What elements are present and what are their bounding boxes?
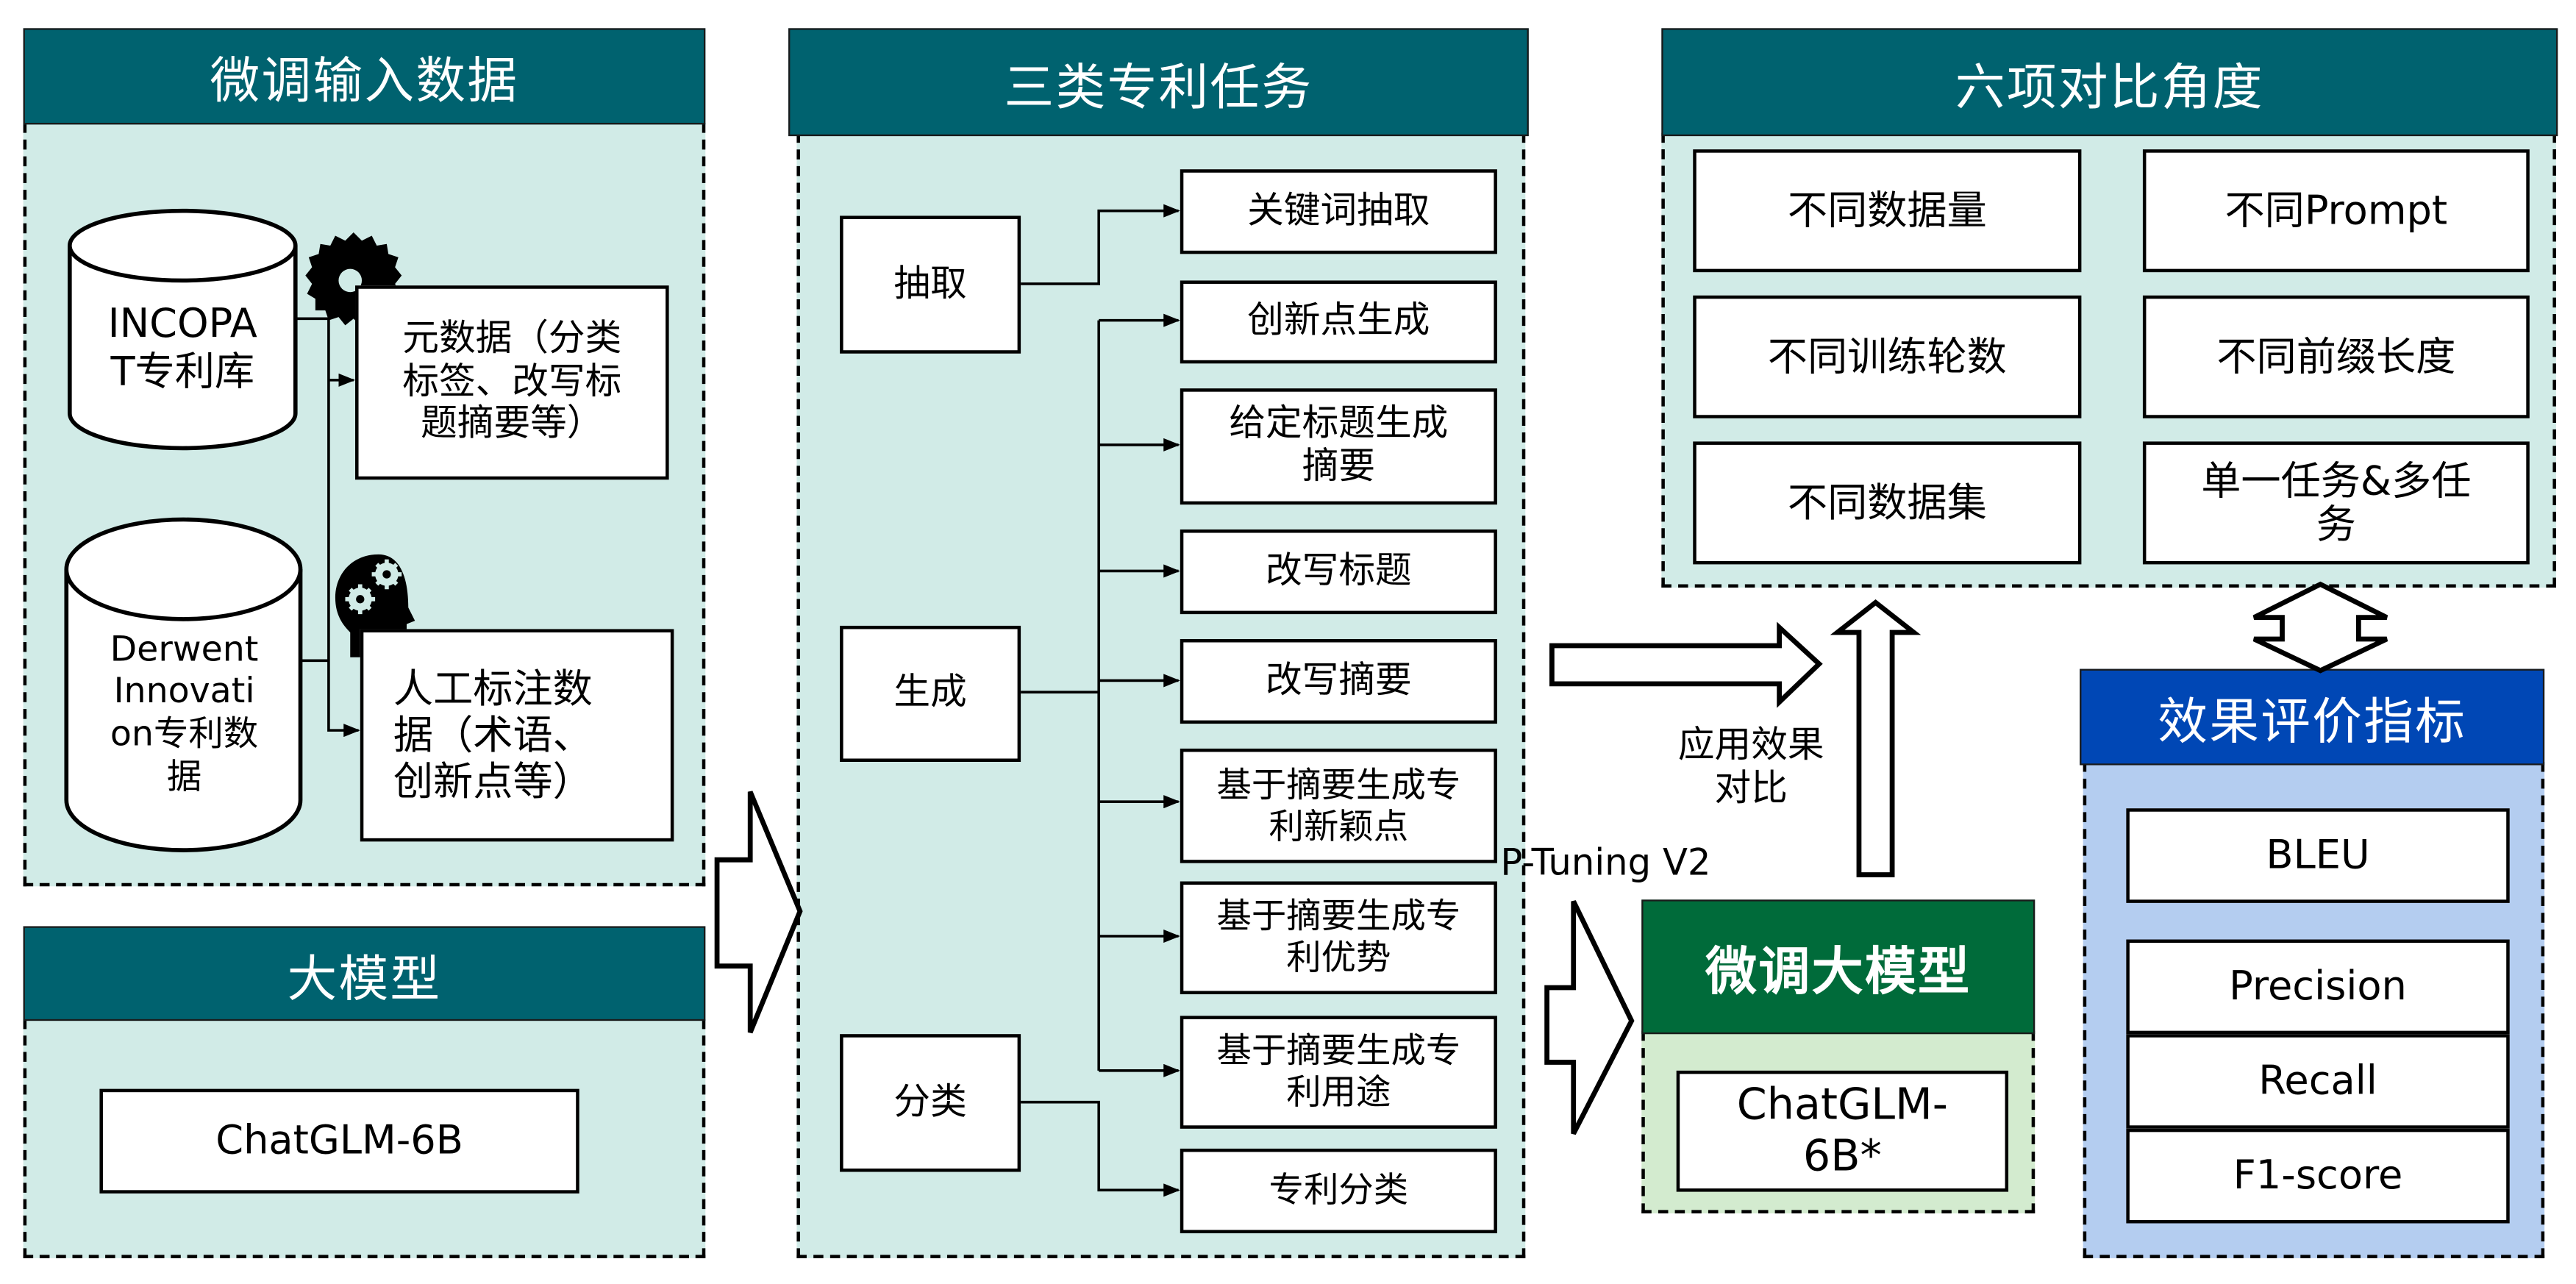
category-generation-label: 生成 bbox=[893, 672, 967, 714]
source-derwent-label: Derwent Innovati on专利数 据 bbox=[70, 607, 299, 820]
base-model-box: ChatGLM-6B bbox=[99, 1088, 579, 1194]
metadata-box: 元数据（分类 标签、改写标 题摘要等） bbox=[355, 285, 669, 480]
task-label: 专利分类 bbox=[1269, 1170, 1409, 1210]
task-panel-header: 三类专利任务 bbox=[788, 28, 1529, 137]
metadata-line2: 标签、改写标 bbox=[402, 360, 622, 403]
metric-box-f1: F1-score bbox=[2126, 1128, 2510, 1224]
comparison-label: 不同前缀长度 bbox=[2216, 333, 2456, 380]
finetuned-model-line2: 6B* bbox=[1802, 1131, 1882, 1181]
source-derwent-line4: 据 bbox=[166, 756, 202, 796]
comparison-label: 不同数据集 bbox=[1787, 479, 1987, 527]
task-label-line1: 基于摘要生成专 bbox=[1216, 896, 1461, 937]
metric-label: BLEU bbox=[2266, 832, 2370, 879]
task-label-line2: 利新颖点 bbox=[1269, 805, 1409, 846]
comparison-label: 不同训练轮数 bbox=[1767, 333, 2007, 380]
category-extraction-label: 抽取 bbox=[893, 263, 967, 305]
task-label-line2: 摘要 bbox=[1302, 446, 1376, 488]
task-panel-title: 三类专利任务 bbox=[1004, 59, 1313, 118]
comparison-item-single-multi-task: 单一任务&多任 务 bbox=[2142, 441, 2530, 565]
finetuned-model-box: ChatGLM- 6B* bbox=[1676, 1070, 2009, 1192]
comparison-item-epochs: 不同训练轮数 bbox=[1693, 295, 2082, 418]
flow-arrow-up-application bbox=[1830, 599, 1922, 877]
metric-label: Recall bbox=[2258, 1057, 2377, 1105]
finetuned-panel-header: 微调大模型 bbox=[1641, 899, 2036, 1035]
source-derwent-line2: Innovati bbox=[113, 671, 255, 711]
metric-box-bleu: BLEU bbox=[2126, 808, 2510, 903]
flow-arrow-to-comparison bbox=[1549, 621, 1823, 708]
comparison-item-data-volume: 不同数据量 bbox=[1693, 149, 2082, 273]
task-box-rewrite-abstract: 改写摘要 bbox=[1180, 638, 1497, 724]
task-box-abstract-from-title: 给定标题生成 摘要 bbox=[1180, 388, 1497, 505]
source-derwent-line3: on专利数 bbox=[110, 713, 259, 754]
task-tree-lines bbox=[1018, 204, 1180, 1197]
comparison-item-prompt: 不同Prompt bbox=[2142, 149, 2530, 273]
database-cylinder-incopat bbox=[67, 208, 298, 451]
category-generation-box: 生成 bbox=[840, 625, 1021, 763]
task-box-advantage: 基于摘要生成专 利优势 bbox=[1180, 881, 1497, 995]
source-incopat-line2: T专利库 bbox=[110, 348, 255, 396]
comparison-panel-title: 六项对比角度 bbox=[1955, 59, 2264, 118]
application-comparison-label: 应用效果 对比 bbox=[1644, 725, 1859, 813]
annotation-line1: 人工标注数 bbox=[393, 665, 593, 712]
source-incopat-line1: INCOPA bbox=[107, 300, 257, 348]
task-label-line1: 基于摘要生成专 bbox=[1216, 1031, 1461, 1071]
annotation-line3: 创新点等） bbox=[393, 758, 593, 806]
source-derwent-line1: Derwent bbox=[110, 628, 259, 669]
metric-label: Precision bbox=[2229, 963, 2407, 1010]
comparison-item-dataset: 不同数据集 bbox=[1693, 441, 2082, 565]
metric-box-recall: Recall bbox=[2126, 1034, 2510, 1129]
category-classification-label: 分类 bbox=[893, 1081, 967, 1123]
database-cylinder-derwent bbox=[64, 517, 303, 852]
task-box-usage: 基于摘要生成专 利用途 bbox=[1180, 1016, 1497, 1129]
finetuned-model-line1: ChatGLM- bbox=[1736, 1080, 1948, 1130]
task-label-line1: 给定标题生成 bbox=[1229, 403, 1449, 446]
metadata-line1: 元数据（分类 bbox=[402, 318, 622, 360]
annotation-line2: 据（术语、 bbox=[393, 711, 593, 759]
source-connector-lines bbox=[295, 317, 360, 738]
comparison-item-prefix-length: 不同前缀长度 bbox=[2142, 295, 2530, 418]
comparison-label-line1: 单一任务&多任 bbox=[2201, 457, 2472, 504]
comparison-panel-header: 六项对比角度 bbox=[1661, 28, 2558, 137]
category-classification-box: 分类 bbox=[840, 1034, 1021, 1172]
task-box-novelty: 基于摘要生成专 利新颖点 bbox=[1180, 748, 1497, 863]
comparison-label-line2: 务 bbox=[2316, 501, 2356, 548]
ptuning-method-label: P-Tuning V2 bbox=[1500, 843, 1710, 885]
input-panel-header: 微调输入数据 bbox=[23, 28, 706, 125]
task-label: 改写摘要 bbox=[1266, 660, 1412, 702]
ptuning-method-text: P-Tuning V2 bbox=[1500, 843, 1711, 885]
task-label-line2: 利优势 bbox=[1286, 938, 1391, 978]
task-box-innovation-generation: 创新点生成 bbox=[1180, 280, 1497, 364]
task-box-rewrite-title: 改写标题 bbox=[1180, 529, 1497, 615]
annotation-box: 人工标注数 据（术语、 创新点等） bbox=[360, 629, 674, 842]
task-label: 创新点生成 bbox=[1247, 300, 1430, 342]
double-arrow-comparison-metrics bbox=[2252, 581, 2388, 674]
task-label: 改写标题 bbox=[1266, 550, 1412, 592]
metrics-panel-title: 效果评价指标 bbox=[2158, 693, 2467, 752]
comparison-label: 不同Prompt bbox=[2224, 187, 2448, 234]
flow-arrow-input-to-tasks bbox=[714, 791, 803, 1034]
metadata-line3: 题摘要等） bbox=[421, 404, 604, 446]
model-panel-header: 大模型 bbox=[23, 926, 706, 1021]
input-panel-title: 微调输入数据 bbox=[210, 53, 519, 112]
task-box-keyword-extraction: 关键词抽取 bbox=[1180, 169, 1497, 254]
source-incopat-label: INCOPA T专利库 bbox=[73, 282, 292, 415]
category-extraction-box: 抽取 bbox=[840, 215, 1021, 354]
finetuned-panel-title: 微调大模型 bbox=[1705, 943, 1972, 1003]
application-label-line1: 应用效果 bbox=[1677, 725, 1824, 767]
task-label-line1: 基于摘要生成专 bbox=[1216, 764, 1461, 805]
flow-arrow-ptuning bbox=[1544, 900, 1635, 1135]
metric-box-precision: Precision bbox=[2126, 939, 2510, 1035]
base-model-label: ChatGLM-6B bbox=[215, 1117, 463, 1165]
task-label: 关键词抽取 bbox=[1247, 190, 1430, 232]
metric-label: F1-score bbox=[2233, 1152, 2403, 1199]
application-label-line2: 对比 bbox=[1714, 768, 1788, 811]
comparison-label: 不同数据量 bbox=[1787, 187, 1987, 234]
task-box-patent-classification: 专利分类 bbox=[1180, 1148, 1497, 1234]
task-label-line2: 利用途 bbox=[1286, 1072, 1391, 1113]
model-panel-title: 大模型 bbox=[287, 950, 442, 1009]
metrics-panel-header: 效果评价指标 bbox=[2080, 668, 2545, 766]
